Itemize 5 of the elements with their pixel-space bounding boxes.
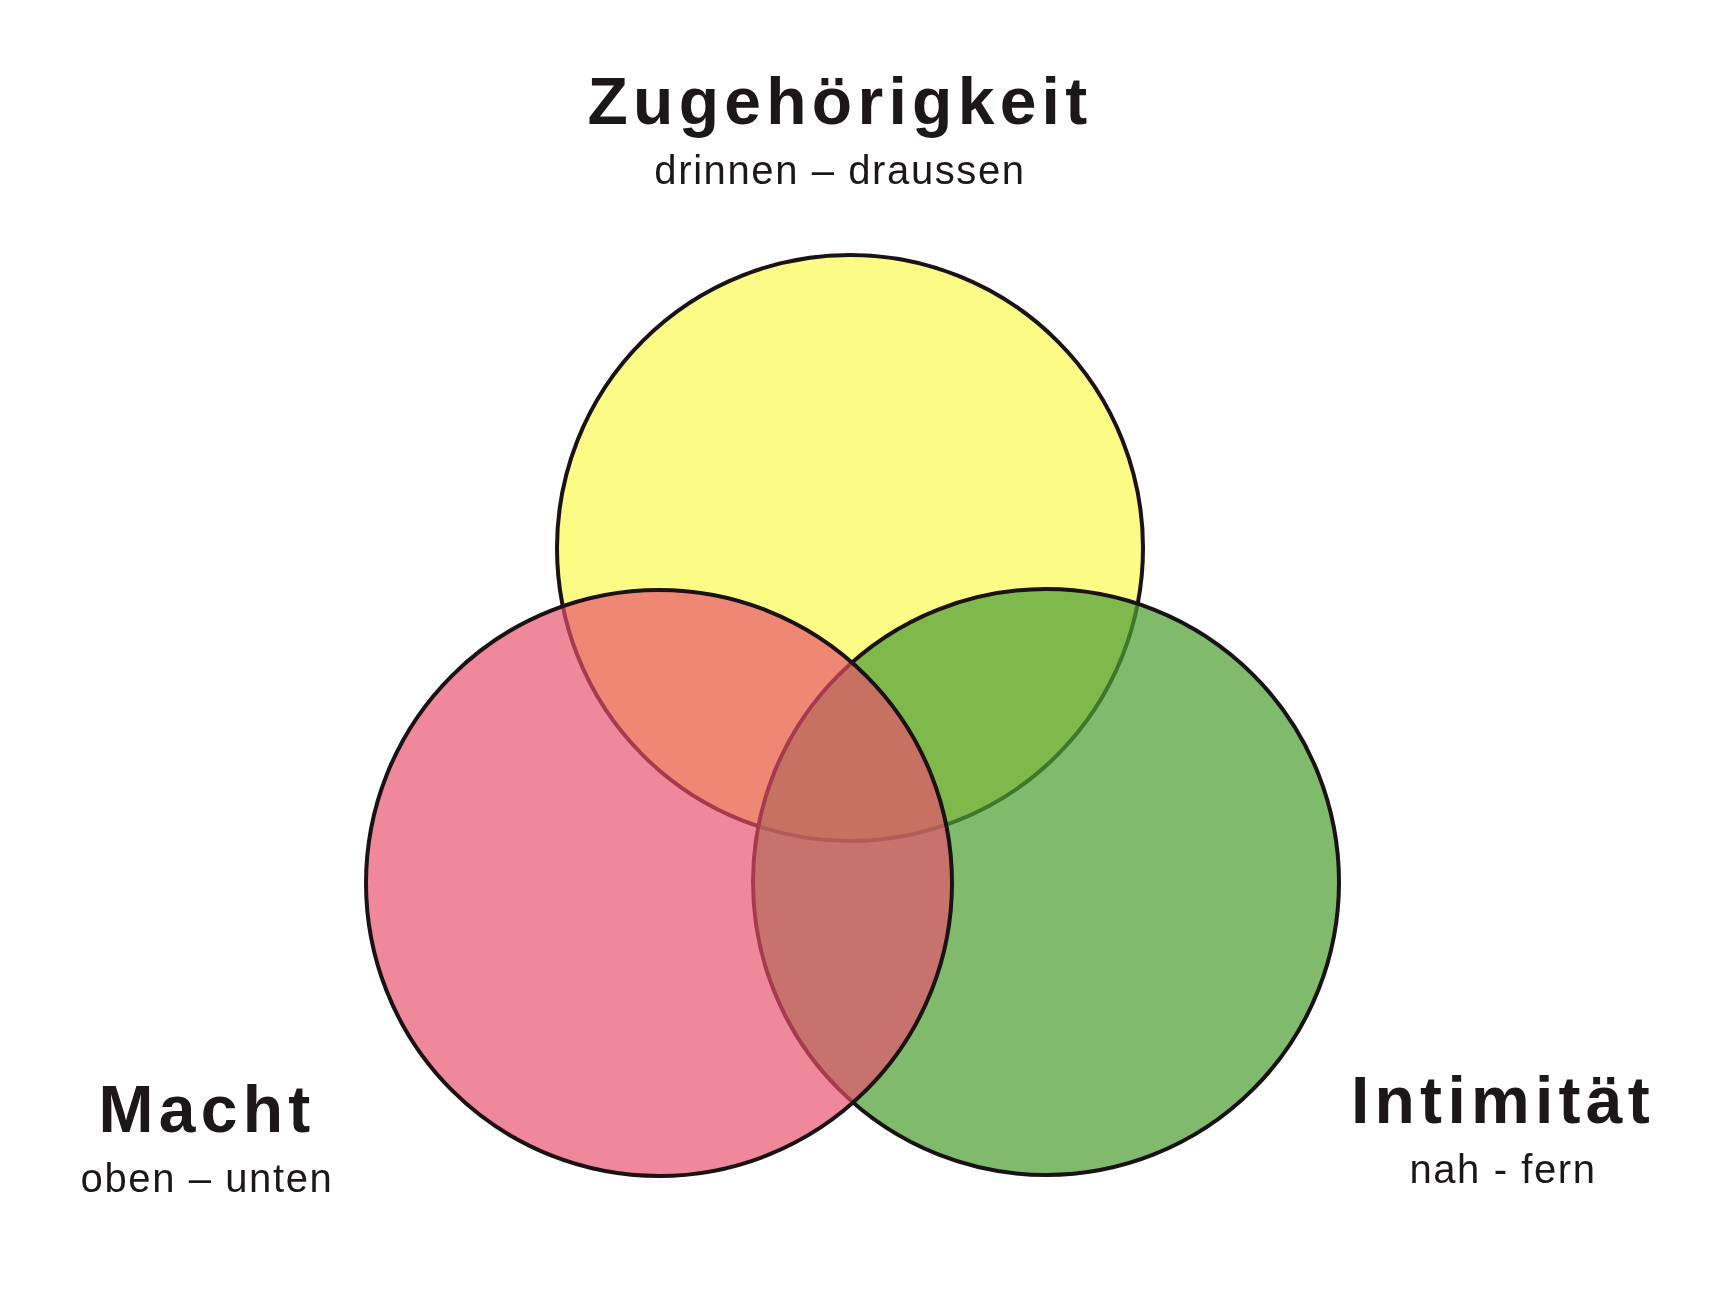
category-subtitle: oben – unten — [80, 1158, 334, 1198]
category-heading: Macht — [98, 1076, 316, 1142]
category-subtitle: nah - fern — [1409, 1149, 1597, 1189]
category-heading: Intimität — [1350, 1067, 1656, 1133]
category-subtitle: drinnen – draussen — [654, 150, 1026, 190]
